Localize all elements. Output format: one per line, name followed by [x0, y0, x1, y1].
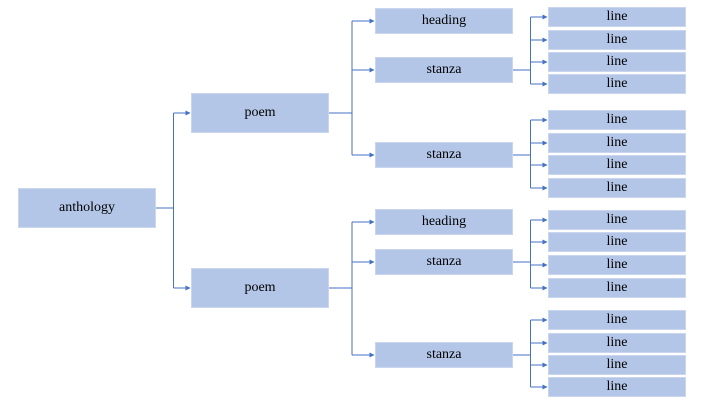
node-label: heading	[421, 13, 467, 28]
node-heading-1[interactable]: heading	[375, 8, 513, 34]
node-label: line	[606, 180, 628, 195]
node-line[interactable]: line	[548, 7, 686, 27]
node-stanza-4[interactable]: stanza	[375, 342, 513, 368]
node-line[interactable]: line	[548, 133, 686, 153]
node-stanza-3[interactable]: stanza	[375, 249, 513, 275]
node-label: line	[606, 112, 628, 127]
node-label: line	[606, 76, 628, 91]
node-heading-2[interactable]: heading	[375, 209, 513, 235]
node-poem-2[interactable]: poem	[191, 268, 329, 308]
node-label: line	[606, 234, 628, 249]
node-label: line	[606, 257, 628, 272]
node-label: line	[606, 54, 628, 69]
node-label: line	[606, 9, 628, 24]
node-line[interactable]: line	[548, 210, 686, 230]
node-label: line	[606, 335, 628, 350]
node-line[interactable]: line	[548, 355, 686, 375]
node-anthology[interactable]: anthology	[18, 188, 156, 228]
node-line[interactable]: line	[548, 30, 686, 50]
node-line[interactable]: line	[548, 255, 686, 275]
node-line[interactable]: line	[548, 333, 686, 353]
node-stanza-1[interactable]: stanza	[375, 57, 513, 83]
node-label: poem	[244, 280, 276, 295]
node-line[interactable]: line	[548, 178, 686, 198]
node-line[interactable]: line	[548, 377, 686, 397]
node-label: line	[606, 135, 628, 150]
node-label: stanza	[426, 347, 462, 362]
node-label: poem	[244, 105, 276, 120]
node-label: anthology	[59, 200, 115, 215]
node-line[interactable]: line	[548, 52, 686, 72]
node-label: line	[606, 280, 628, 295]
node-line[interactable]: line	[548, 232, 686, 252]
node-line[interactable]: line	[548, 74, 686, 94]
node-label: stanza	[426, 62, 462, 77]
node-poem-1[interactable]: poem	[191, 93, 329, 133]
node-line[interactable]: line	[548, 110, 686, 130]
node-label: line	[606, 312, 628, 327]
node-label: stanza	[426, 254, 462, 269]
node-label: line	[606, 379, 628, 394]
node-label: line	[606, 212, 628, 227]
node-label: line	[606, 157, 628, 172]
node-stanza-2[interactable]: stanza	[375, 142, 513, 168]
node-line[interactable]: line	[548, 155, 686, 175]
node-label: stanza	[426, 147, 462, 162]
node-label: line	[606, 32, 628, 47]
node-label: heading	[421, 214, 467, 229]
node-line[interactable]: line	[548, 310, 686, 330]
node-label: line	[606, 357, 628, 372]
node-line[interactable]: line	[548, 278, 686, 298]
